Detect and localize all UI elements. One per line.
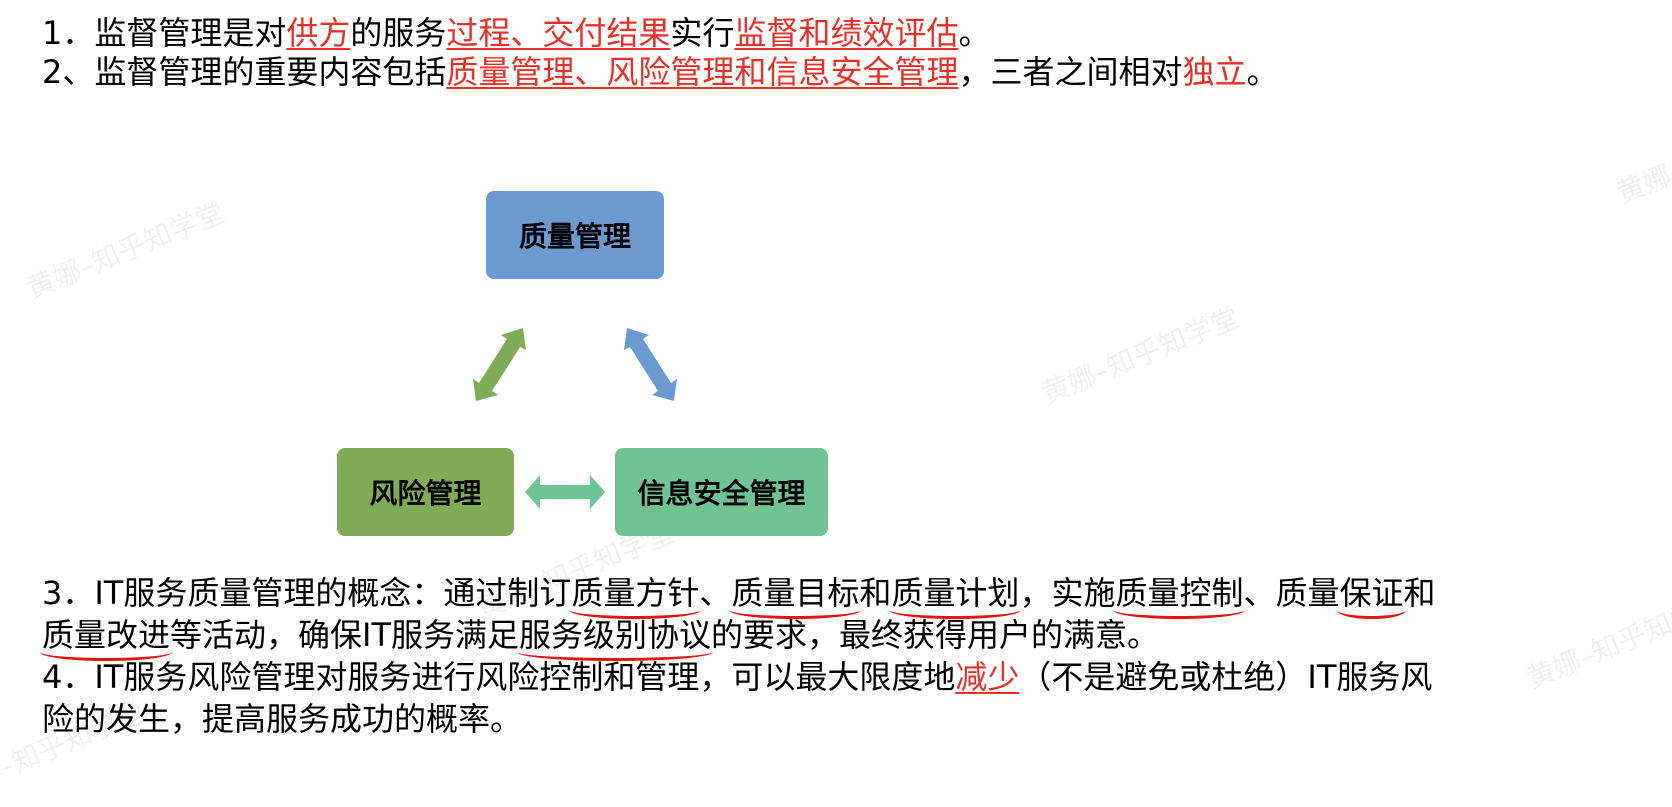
- point-3-line-2: 质量改进等活动，确保IT服务满足服务级别协议的要求，最终获得用户的满意。: [39, 615, 1160, 661]
- highlight-reduce: 减少: [955, 658, 1020, 696]
- double-arrow-icon: [525, 475, 605, 509]
- double-arrow-icon: [624, 328, 677, 401]
- text: 险的发生，提高服务成功的概率。: [42, 700, 523, 738]
- node-quality-management: 质量管理: [486, 191, 664, 279]
- text: 的要求，最终获得用户的满意。: [711, 616, 1160, 654]
- marked-quality-policy: 质量方针: [569, 574, 702, 619]
- watermark: 黄娜–知乎知学堂: [1521, 585, 1672, 696]
- text: 、: [699, 574, 732, 612]
- text: 等活动，确保IT服务满足: [170, 616, 520, 654]
- marked-quality-improvement: 质量改进: [39, 616, 173, 661]
- highlight-quality-mgmt: 质量管理: [446, 53, 575, 91]
- node-label: 质量管理: [518, 220, 631, 253]
- text: 4．IT服务风险管理对服务进行风险控制和管理，可以最大限度地: [42, 658, 956, 696]
- marked-sla: 服务级别协议: [517, 616, 714, 661]
- highlight-process-delivery: 过程、交付结果: [446, 14, 671, 52]
- text: ，三者之间相对: [958, 53, 1183, 91]
- point-4-line-2: 险的发生，提高服务成功的概率。: [42, 699, 522, 739]
- marked-quality-assurance: 保证: [1337, 574, 1406, 619]
- highlight-supervision: 监督: [734, 14, 799, 52]
- highlight-supplier: 供方: [286, 14, 351, 52]
- text: （不是避免或杜绝）IT服务风: [1019, 658, 1433, 696]
- point-2: 2、监督管理的重要内容包括质量管理、风险管理和信息安全管理，三者之间相对独立。: [42, 52, 1279, 92]
- point-3-line-1: 3．IT服务质量管理的概念：通过制订质量方针、质量目标和质量计划，实施质量控制、…: [42, 573, 1436, 619]
- text: 和: [1403, 574, 1436, 612]
- highlight-performance: 绩效评估: [830, 14, 959, 52]
- text: 3．IT服务质量管理的概念：通过制订: [42, 574, 572, 612]
- text: ，实施: [1019, 574, 1116, 612]
- text: 、: [574, 53, 607, 91]
- marked-quality-plan: 质量计划: [889, 574, 1022, 619]
- point-4-line-1: 4．IT服务风险管理对服务进行风险控制和管理，可以最大限度地减少（不是避免或杜绝…: [42, 657, 1432, 697]
- text: 2、监督管理的重要内容包括: [42, 53, 447, 91]
- text: 1．监督管理是对: [42, 14, 287, 52]
- double-arrow-icon: [473, 328, 526, 401]
- text: 、质量: [1243, 574, 1340, 612]
- highlight-security-mgmt: 信息安全管理: [766, 53, 959, 91]
- text: 。: [958, 14, 991, 52]
- text: 和: [859, 574, 892, 612]
- watermark: 黄娜–知乎知学堂: [21, 195, 229, 306]
- marked-quality-control: 质量控制: [1113, 574, 1246, 619]
- text: 的服务: [350, 14, 447, 52]
- marked-quality-objective: 质量目标: [729, 574, 862, 619]
- node-label: 信息安全管理: [637, 477, 806, 510]
- node-security-management: 信息安全管理: [615, 448, 828, 536]
- text: 。: [1246, 53, 1279, 91]
- node-label: 风险管理: [369, 477, 482, 510]
- text: 实行: [670, 14, 735, 52]
- text: 和: [734, 53, 767, 91]
- node-risk-management: 风险管理: [337, 448, 514, 536]
- highlight-risk-mgmt: 风险管理: [606, 53, 735, 91]
- point-1: 1．监督管理是对供方的服务过程、交付结果实行监督和绩效评估。: [42, 13, 991, 53]
- highlight-independent: 独立: [1182, 53, 1247, 91]
- watermark: 黄娜–知乎知学堂: [1036, 300, 1244, 411]
- text: 和: [798, 14, 831, 52]
- watermark: 黄娜–知乎知学堂: [1611, 100, 1672, 211]
